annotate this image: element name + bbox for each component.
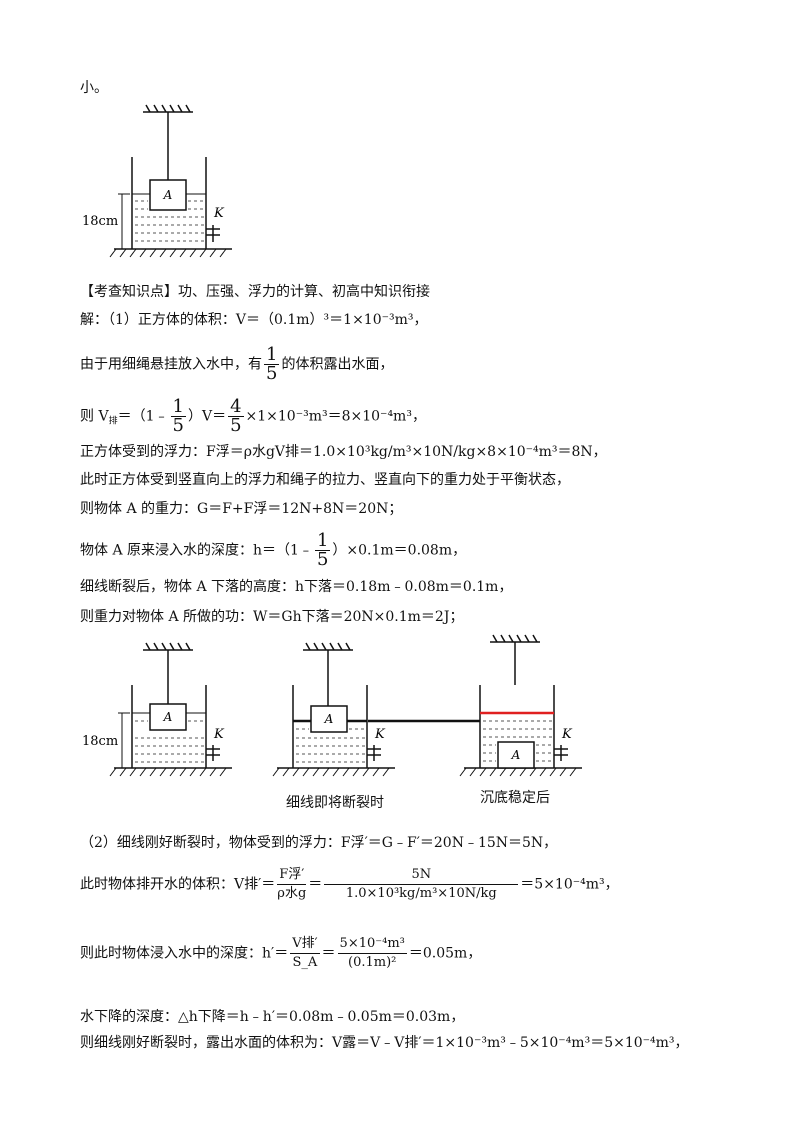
text-line-4: 正方体受到的浮力：F浮＝ρ水gV排＝1.0×10³kg/m³×10N/kg×8×… xyxy=(80,444,607,460)
valve-label: K xyxy=(213,727,225,742)
connecting-line xyxy=(368,719,480,723)
caption-settled: 沉底稳定后 xyxy=(480,790,550,806)
block-label: A xyxy=(511,748,521,762)
text-line-8: 细线断裂后，物体 A 下落的高度：h下落＝0.18m﹣0.08m＝0.1m， xyxy=(80,579,513,595)
fraction: 5×10⁻⁴m³(0.1m)² xyxy=(337,936,407,970)
text-line-13: 水下降的深度：△h下降＝h﹣h′＝0.08m﹣0.05m＝0.03m， xyxy=(80,1009,465,1025)
valve-label: K xyxy=(561,727,573,742)
figure-breaking: A K xyxy=(272,642,395,777)
height-label: 18cm xyxy=(82,734,118,749)
text-line-1: 解：（1）正方体的体积：V＝（0.1m）³＝1×10⁻³m³， xyxy=(80,312,428,328)
text-line-top: 小。 xyxy=(80,80,108,96)
text-line-6: 则物体 A 的重力：G＝F+F浮＝12N+8N＝20N； xyxy=(80,501,403,517)
height-label: 18cm xyxy=(82,214,118,229)
valve-label: K xyxy=(213,206,225,221)
figure-initial: A K 18cm xyxy=(82,642,232,777)
knowledge-points: 【考查知识点】功、压强、浮力的计算、初高中知识衔接 xyxy=(80,284,430,300)
fraction: V排′S_A xyxy=(290,936,320,970)
caption-breaking: 细线即将断裂时 xyxy=(286,795,384,811)
block-label: A xyxy=(163,710,173,724)
text-line-12: 则此时物体浸入水中的深度：h′＝V排′S_A＝5×10⁻⁴m³(0.1m)²＝0… xyxy=(80,936,482,970)
figure-top: A K 18cm xyxy=(82,104,232,258)
fraction: F浮′ρ水g xyxy=(277,867,307,901)
block-label: A xyxy=(324,712,334,726)
text-line-5: 此时正方体受到竖直向上的浮力和绳子的拉力、竖直向下的重力处于平衡状态， xyxy=(80,472,570,488)
block-label: A xyxy=(163,188,173,202)
valve-label: K xyxy=(374,727,386,742)
text-line-14: 则细线刚好断裂时，露出水面的体积为：V露＝V﹣V排′＝1×10⁻³m³﹣5×10… xyxy=(80,1035,689,1051)
text-line-9: 则重力对物体 A 所做的功：W＝Gh下落＝20N×0.1m＝2J； xyxy=(80,609,464,625)
figure-settled: A K xyxy=(459,634,582,777)
text-line-10: （2）细线刚好断裂时，物体受到的浮力：F浮′＝G﹣F′＝20N﹣15N＝5N， xyxy=(80,835,558,851)
